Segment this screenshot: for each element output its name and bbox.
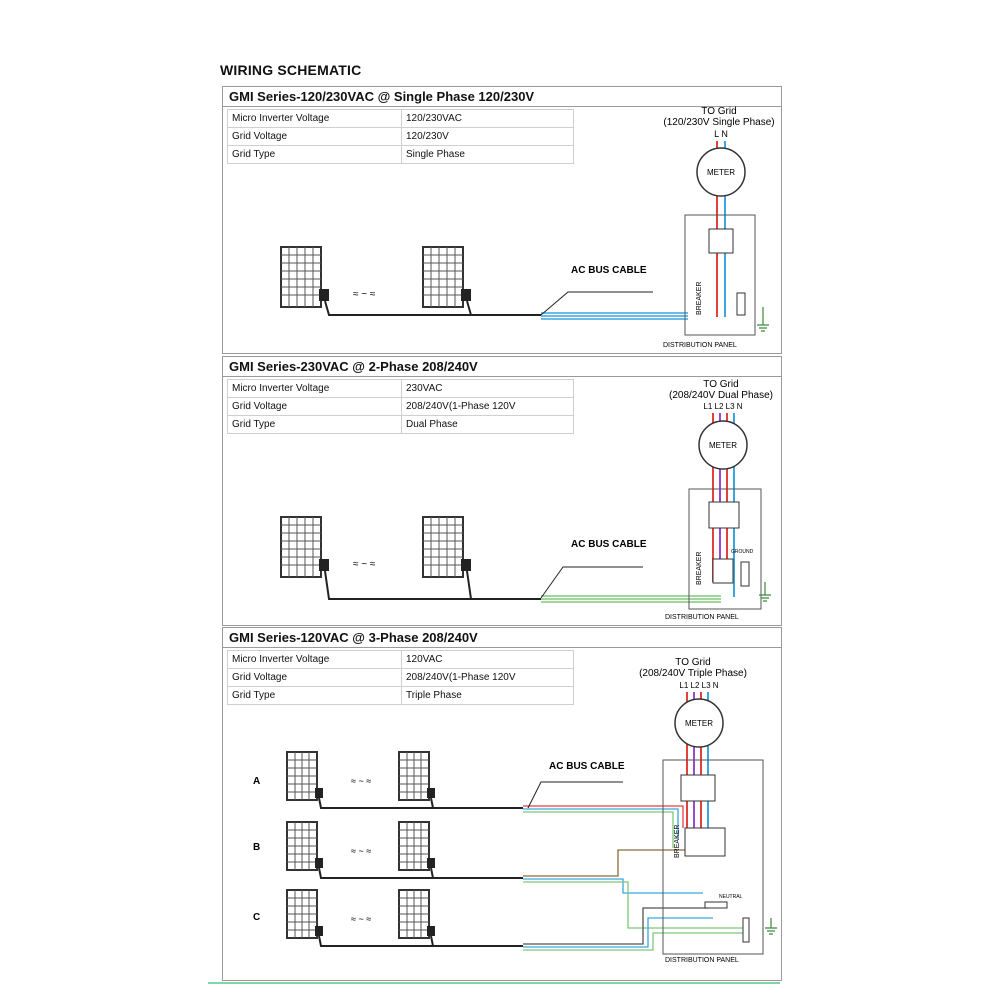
spec-value: Single Phase [401,145,574,164]
section-single-phase: GMI Series-120/230VAC @ Single Phase 120… [222,86,782,354]
spec-label: Grid Type [227,415,402,434]
spec-table: Micro Inverter Voltage 230VAC Grid Volta… [227,379,574,434]
breaker-label: BREAKER [696,282,703,315]
bus-cable-pointer [540,566,643,599]
bus-cable-label: AC BUS CABLE [549,761,625,772]
main-breaker-icon [708,501,740,529]
meter-icon [696,147,746,197]
distribution-panel [684,214,756,336]
panel-label: DISTRIBUTION PANEL [665,957,739,964]
ground-icon [759,582,771,602]
ground-label: GROUND [731,549,754,555]
ground-icon [757,307,769,332]
breaker-label: BREAKER [696,552,703,585]
meter-label: METER [685,719,713,728]
bus-cable-label: AC BUS CABLE [571,265,647,276]
section-rule [223,106,781,107]
breaker-label: BREAKER [674,825,681,858]
bus-cable-pointer [540,291,653,316]
phase-labels: L1 L2 L3 N [679,681,718,690]
solar-panel-icon [286,751,323,801]
row-label-a: A [253,776,260,787]
solar-panel-icon [286,821,323,871]
spec-table: Micro Inverter Voltage 120/230VAC Grid V… [227,109,574,164]
panel-spacer: ≈ ~ ≈ [351,914,371,924]
section-title: GMI Series-230VAC @ 2-Phase 208/240V [229,359,478,374]
ground-bar-icon [740,561,750,587]
neutral-label: NEUTRAL [719,894,743,900]
neutral-bar-icon [704,901,728,909]
meter-icon [674,698,724,748]
ac-bus-cable [541,312,688,320]
wiring-diagram-triple-phase: A B C ≈ ~ ≈ ≈ ~ ≈ [253,657,777,964]
bus-cable-pointer [527,781,623,809]
panel-label: DISTRIBUTION PANEL [665,614,739,621]
ground-bar-icon [742,917,750,943]
ac-bus-cable [541,595,721,603]
phase-labels: L N [714,129,728,139]
ac-bus-cables [523,805,748,951]
inverter-cable [324,570,541,600]
grid-label: TO Grid [703,379,738,390]
spec-row: Micro Inverter Voltage 120/230VAC [227,109,574,128]
wiring-diagram-dual-phase: ≈ ~ ≈ AC BUS CABLE TO Grid (208/240V Dua… [280,379,773,621]
solar-panel-icon [398,821,435,871]
section-rule [223,647,781,648]
spec-row: Grid Voltage 208/240V(1-Phase 120V [227,397,574,416]
panel-spacer: ≈ ~ ≈ [351,776,371,786]
section-rule [223,376,781,377]
ground-icon [765,918,777,935]
ground-bar-icon [736,292,746,316]
grid-label: TO Grid [675,657,710,668]
inverter-cable [318,797,523,809]
panel-label: DISTRIBUTION PANEL [663,342,737,349]
distribution-panel [662,759,764,955]
row-label-b: B [253,842,260,853]
meter-label: METER [709,441,737,450]
grid-label: TO Grid [701,106,736,117]
panel-spacer: ≈ ~ ≈ [353,559,376,570]
branch-breaker-icon [712,558,734,584]
panel-spacer: ≈ ~ ≈ [353,289,376,300]
phase-labels: L1 L2 L3 N [703,402,742,411]
spec-table: Micro Inverter Voltage 120VAC Grid Volta… [227,650,574,705]
branch-breaker-icon [684,827,726,857]
grid-type-label: (120/230V Single Phase) [663,117,774,128]
spec-row: Grid Type Dual Phase [227,415,574,434]
inverter-cable [318,935,523,947]
solar-panel-icon [398,889,435,939]
bottom-divider [208,982,780,984]
spec-row: Grid Type Triple Phase [227,686,574,705]
spec-row: Grid Type Single Phase [227,145,574,164]
panel-spacer: ≈ ~ ≈ [351,846,371,856]
wiring-diagram-single-phase: ≈ ~ ≈ AC BUS CABLE TO Grid (120/230V Sin… [280,106,775,349]
row-label-c: C [253,912,260,923]
grid-type-label: (208/240V Dual Phase) [669,390,773,401]
spec-label: Grid Type [227,145,402,164]
bus-cable-label: AC BUS CABLE [571,539,647,550]
solar-panel-icon [280,246,329,308]
grid-type-label: (208/240V Triple Phase) [639,668,747,679]
section-title: GMI Series-120VAC @ 3-Phase 208/240V [229,630,478,645]
solar-panel-icon [422,516,471,578]
section-dual-phase: GMI Series-230VAC @ 2-Phase 208/240V Mic… [222,356,782,626]
page-title: WIRING SCHEMATIC [220,62,362,78]
meter-icon [698,420,748,470]
inverter-cable [318,867,523,879]
main-breaker-icon [708,228,734,254]
solar-panel-icon [398,751,435,801]
solar-panel-icon [422,246,471,308]
main-breaker-icon [680,774,716,802]
distribution-panel [688,488,762,610]
section-title: GMI Series-120/230VAC @ Single Phase 120… [229,89,535,104]
spec-value: Dual Phase [401,415,574,434]
section-triple-phase: GMI Series-120VAC @ 3-Phase 208/240V Mic… [222,627,782,981]
solar-panel-icon [286,889,323,939]
inverter-cable [324,300,541,316]
meter-label: METER [707,168,735,177]
solar-panel-icon [280,516,329,578]
spec-value: Triple Phase [401,686,574,705]
